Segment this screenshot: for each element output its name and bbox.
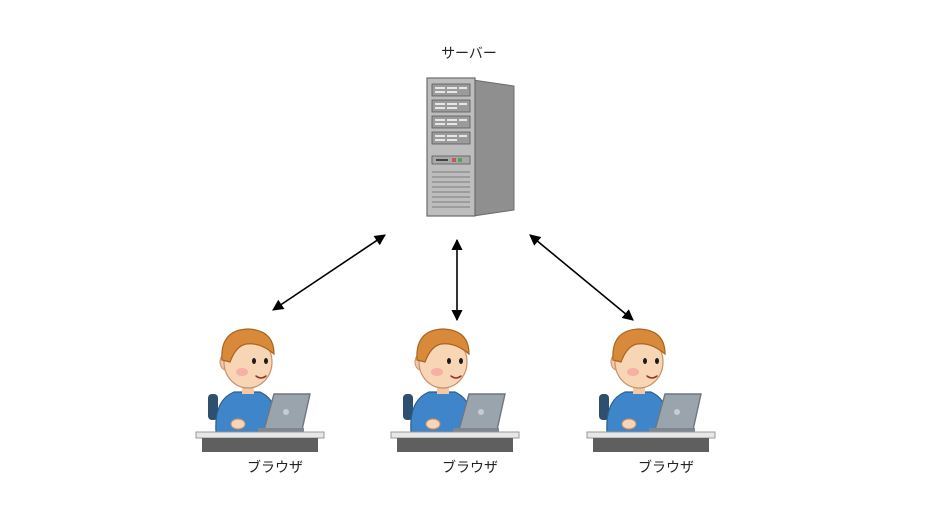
- server-label: サーバー: [441, 46, 497, 62]
- arrow-server-client-0: [272, 234, 386, 311]
- person-laptop-icon: [586, 328, 716, 453]
- person-laptop-icon: [390, 328, 520, 453]
- server-tower-icon: [426, 77, 515, 217]
- client-label-2: ブラウザ: [638, 460, 694, 476]
- person-laptop-icon: [195, 328, 325, 453]
- client-label-0: ブラウザ: [247, 460, 303, 476]
- client-label-1: ブラウザ: [442, 460, 498, 476]
- arrow-server-client-2: [529, 234, 634, 321]
